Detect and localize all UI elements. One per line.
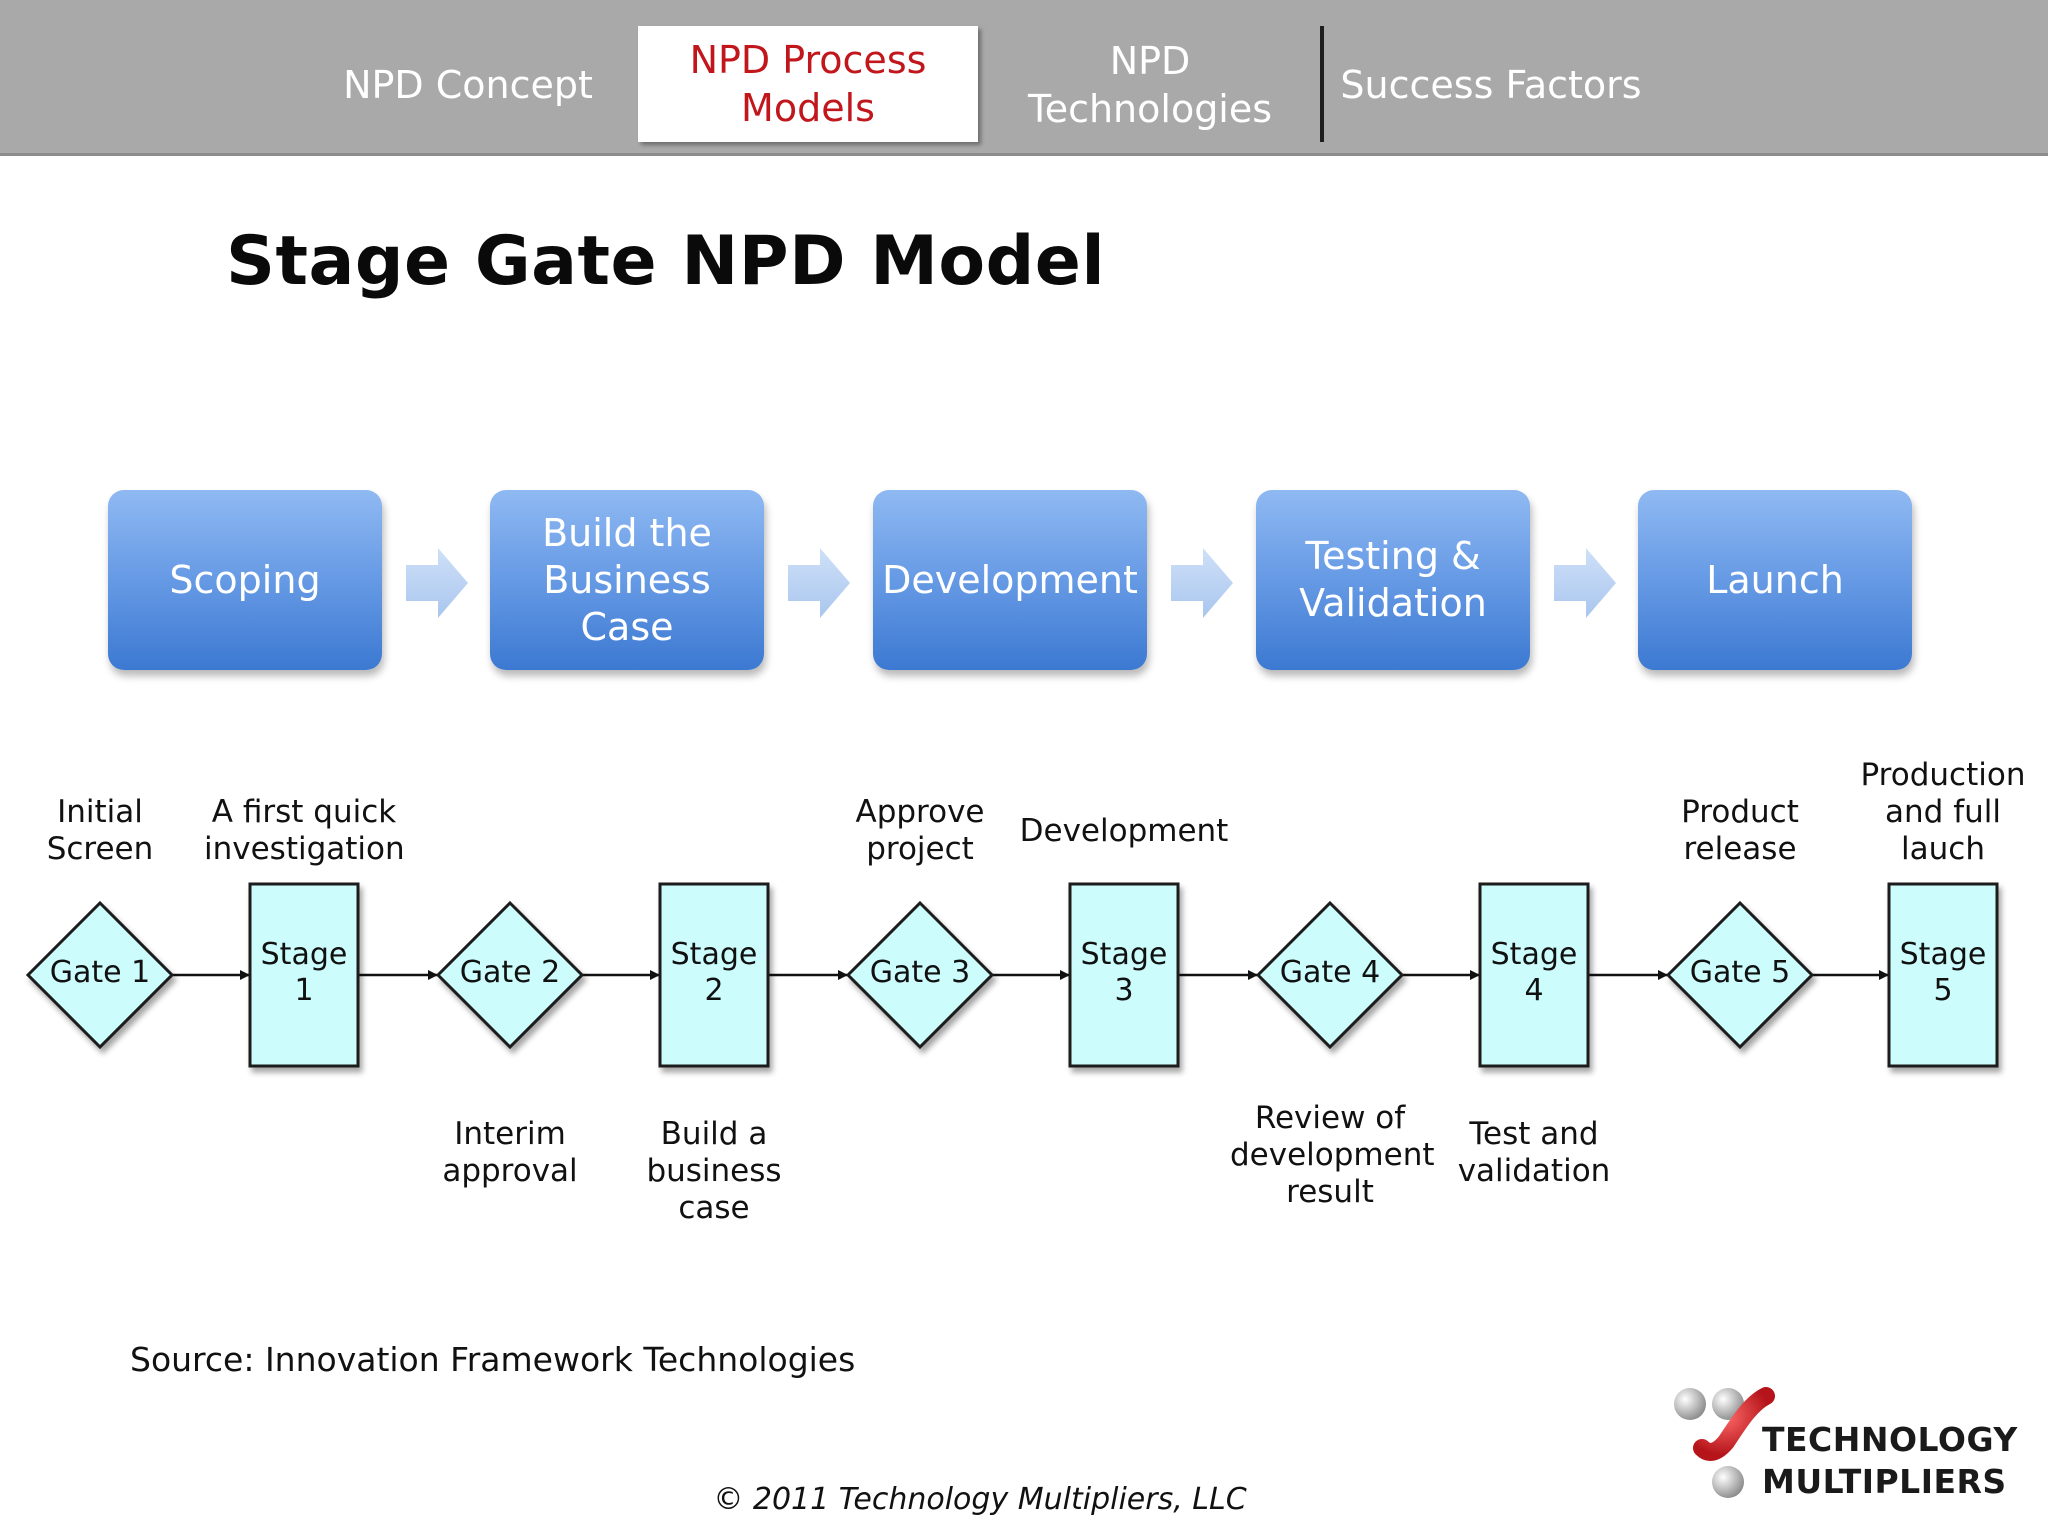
source-note: Source: Innovation Framework Technologie… (130, 1340, 856, 1379)
phase-launch: Launch (1638, 490, 1912, 670)
stage-label: Stage 3 (1080, 937, 1168, 1008)
phase-scoping: Scoping (108, 490, 382, 670)
flow-caption: Test and validation (1457, 1116, 1611, 1189)
gate-1-diamond (25, 900, 175, 1050)
stage-gate-flow (25, 882, 1999, 1068)
stage-label: Stage 5 (1899, 937, 1987, 1008)
company-logo: TECHNOLOGY MULTIPLIERS (1672, 1384, 2017, 1504)
copyright: © 2011 Technology Multipliers, LLC (713, 1482, 1247, 1517)
tab-npd-process-models[interactable]: NPD Process Models (638, 26, 978, 142)
gate-2-diamond (435, 900, 585, 1050)
gate-4-diamond (1255, 900, 1405, 1050)
flow-caption: Build a business case (646, 1116, 782, 1226)
flow-caption: Development (1019, 813, 1229, 849)
flow-caption: Production and full lauch (1860, 757, 2026, 867)
phase-development: Development (873, 490, 1147, 670)
gate-label: Gate 4 (1279, 955, 1381, 990)
gate-label: Gate 3 (869, 955, 971, 990)
gate-label: Gate 2 (459, 955, 561, 990)
tab-npd-technologies[interactable]: NPD Technologies (1027, 39, 1273, 131)
phase-testing-validation: Testing & Validation (1256, 490, 1530, 670)
gate-label: Gate 1 (49, 955, 151, 990)
flow-caption: Initial Screen (46, 794, 154, 867)
stage-3-box (1068, 882, 1180, 1068)
stage-label: Stage 4 (1490, 937, 1578, 1008)
page-title: Stage Gate NPD Model (226, 222, 1106, 301)
flow-caption: Approve project (855, 794, 985, 867)
flow-caption: Interim approval (442, 1116, 578, 1189)
stage-5-box (1887, 882, 1999, 1068)
logo-mark-icon (1674, 1387, 1775, 1498)
stage-label: Stage 2 (670, 937, 758, 1008)
phase-arrow-icon (788, 548, 850, 618)
tab-success-factors[interactable]: Success Factors (1340, 63, 1642, 107)
phase-arrow-icon (1554, 548, 1616, 618)
flow-caption: Review of development result (1230, 1100, 1435, 1210)
tab-npd-concept[interactable]: NPD Concept (343, 63, 593, 107)
tab-divider (1320, 26, 1324, 142)
flow-caption: A first quick investigation (204, 794, 405, 867)
phase-business-case: Build the Business Case (490, 490, 764, 670)
phase-arrow-icon (1171, 548, 1233, 618)
gate-3-diamond (845, 900, 995, 1050)
logo-text-line2: MULTIPLIERS (1762, 1462, 2007, 1501)
stage-label: Stage 1 (260, 937, 348, 1008)
phase-arrow-icon (406, 548, 468, 618)
stage-1-box (248, 882, 360, 1068)
top-navigation: NPD Concept NPD Process Models NPD Techn… (0, 0, 2048, 156)
stage-2-box (658, 882, 770, 1068)
logo-text-line1: TECHNOLOGY (1762, 1420, 2018, 1459)
gate-label: Gate 5 (1689, 955, 1791, 990)
stage-4-box (1478, 882, 1590, 1068)
gate-5-diamond (1665, 900, 1815, 1050)
flow-caption: Product release (1681, 794, 1799, 867)
